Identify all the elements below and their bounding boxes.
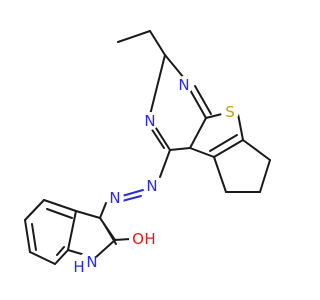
- bond-n3-c8a: [188, 87, 207, 119]
- atom-bg: [79, 252, 97, 270]
- bond-ethyl-ch2: [149, 30, 166, 56]
- bond-c4-azo: [159, 149, 171, 178]
- bond-ethyl-ch3: [117, 30, 151, 43]
- bond-s-c7a: [237, 113, 244, 141]
- bond-c2-n1: [149, 54, 166, 116]
- bond-cp-1: [242, 139, 271, 161]
- bond-c3-c3a: [75, 210, 101, 219]
- bond-bz-1: [43, 199, 77, 212]
- atom-h-hydroxy: H: [144, 230, 155, 248]
- atom-n-pyrimidine-left: N: [144, 112, 155, 130]
- bond-bz-5: [54, 249, 69, 265]
- bond-c2-o: [114, 238, 131, 241]
- atom-n-pyrimidine-top: N: [178, 76, 189, 94]
- bond-bz-1-double: [46, 208, 73, 219]
- atom-n-indole: N: [86, 253, 97, 271]
- bond-c8a-c4a: [189, 117, 207, 149]
- molecule-diagram: N N S N N O H N H: [24, 30, 271, 276]
- bond-n3-c8a-double: [194, 85, 212, 115]
- bond-cp-4: [213, 156, 227, 193]
- bond-c2-n1: [94, 239, 116, 259]
- atom-n-azo-1: N: [146, 177, 157, 195]
- bond-azo-nn-double: [121, 195, 142, 202]
- structure-svg: N N S N N O H N H: [24, 30, 271, 276]
- bond-cp-2: [259, 159, 271, 193]
- atom-s-thiophene: S: [225, 103, 235, 121]
- bond-c4a-c4: [169, 147, 191, 151]
- bond-c8a-s: [205, 113, 223, 119]
- atom-n-azo-2: N: [109, 189, 120, 207]
- bond-c7a-c4b-double: [209, 134, 238, 152]
- bond-azo-c3: [99, 202, 107, 219]
- atom-bg: [141, 112, 159, 130]
- bond-azo-nn: [121, 189, 144, 197]
- atom-bg: [143, 177, 161, 195]
- bond-c4b-c4a: [189, 147, 215, 158]
- atom-o-hydroxy: O: [132, 230, 144, 248]
- bond-bz-2: [24, 199, 45, 221]
- bond-c2-n3: [164, 54, 185, 79]
- bond-c4-n: [155, 127, 171, 151]
- bond-c7a-c4b: [213, 139, 244, 158]
- bond-bz-3: [24, 219, 31, 253]
- atom-bg: [221, 103, 239, 121]
- bond-c7a-c3a: [67, 210, 77, 251]
- bond-bz-3-double: [31, 223, 37, 251]
- bond-bz-5-double: [56, 246, 65, 256]
- bond-c4-n-double: [150, 127, 165, 149]
- bond-bz-4: [29, 251, 56, 265]
- atom-bg: [106, 189, 124, 207]
- atom-h-indole: H: [73, 258, 84, 276]
- atom-bg: [175, 76, 193, 94]
- atom-bg: [129, 230, 147, 248]
